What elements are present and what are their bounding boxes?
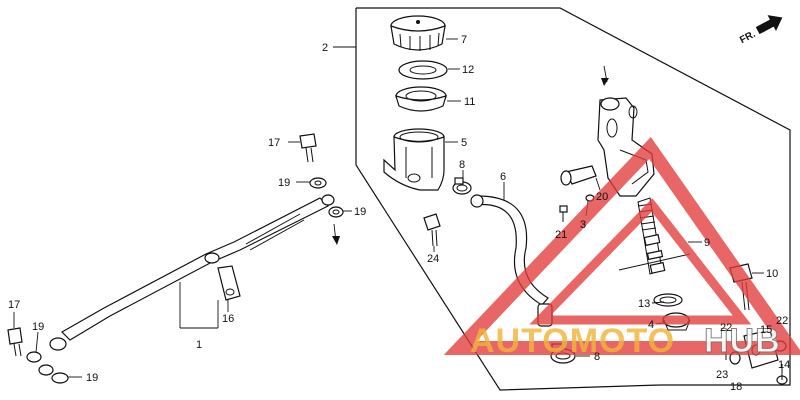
sealing-washer [51,372,69,384]
sealing-washer [309,177,327,189]
callout-11: 11 [464,96,475,108]
callout-19-lower-a: 19 [32,321,44,333]
callout-19-lower-b: 19 [86,372,98,384]
leader-line [651,301,665,304]
callout-8-upper: 8 [459,159,465,171]
joint-screw [559,205,568,222]
callout-8-lower: 8 [594,351,600,363]
callout-20: 20 [596,191,608,203]
callout-13: 13 [638,298,650,310]
union-bolt-lower [7,327,23,357]
callout-10: 10 [766,268,778,280]
hose-clamp [217,265,241,301]
callout-6: 6 [500,171,506,183]
sealing-washer [26,351,42,363]
reservoir-tank [383,128,445,191]
sealing-washer [38,364,54,376]
union-bolt-upper [299,133,317,163]
fr-label: FR. [738,29,758,46]
reservoir-diaphragm [395,86,447,112]
sealing-washer [328,206,344,218]
hose-clip-upper [452,177,472,195]
mounting-bolt-24 [423,213,441,247]
callout-1: 1 [196,339,202,351]
watermark: AUTOMOTO HUB [443,136,800,361]
callout-7: 7 [461,34,467,46]
callout-22-left: 22 [720,322,732,334]
arrow-head [332,236,340,245]
callout-9: 9 [704,237,710,249]
callout-24: 24 [427,253,439,265]
arrow-head [601,78,609,86]
callout-21: 21 [555,229,567,241]
reservoir-cap [390,15,446,51]
callout-18: 18 [730,381,742,393]
callout-17-lower: 17 [8,299,20,311]
callout-23: 23 [716,369,728,381]
leader-line [35,331,39,353]
callout-2: 2 [322,42,328,54]
reservoir-plate [398,60,448,80]
callout-19-right: 19 [354,206,366,218]
callout-3: 3 [580,219,586,231]
callout-15: 15 [760,324,772,336]
watermark-word-hub: HUB [704,322,781,360]
callout-14: 14 [778,359,790,371]
callout-4: 4 [648,319,654,331]
callout-16: 16 [222,313,234,325]
assembly-frame [355,7,791,391]
watermark-word-auto: AUTOMOTO [470,322,675,360]
callout-17-upper: 17 [268,137,280,149]
master-cylinder-body [597,97,655,197]
front-direction-arrow: FR. [738,15,783,46]
leader-line [595,177,601,191]
callout-19-upper: 19 [278,177,290,189]
brake-hose [49,194,335,351]
piston-kit [618,197,691,275]
callout-12: 12 [462,64,474,76]
callout-5: 5 [461,137,467,149]
hose-joint [560,165,597,186]
callout-22-right: 22 [776,315,788,327]
